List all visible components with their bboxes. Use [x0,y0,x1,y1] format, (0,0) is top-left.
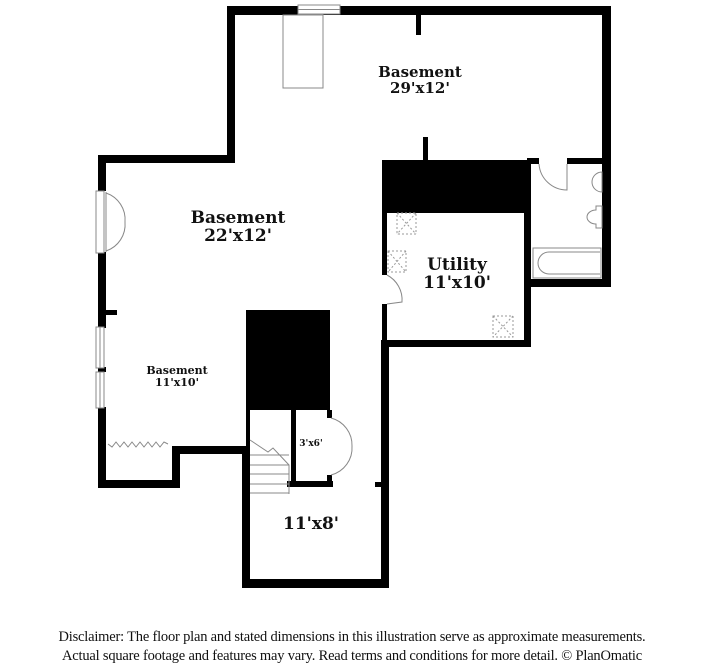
room-dimensions: 11'x8' [282,514,340,534]
room-label-basement-top: Basement 29'x12' [378,63,462,97]
room-label-closet: 3'x6' [299,439,323,449]
room-dimensions: 22'x12' [204,225,272,246]
disclaimer-line-2: Actual square footage and features may v… [62,648,642,664]
disclaimer: Disclaimer: The floor plan and stated di… [0,628,704,666]
room-label-utility: Utility 11'x10' [423,255,491,293]
room-name: Utility [427,255,487,275]
room-dimensions: 3'x6' [299,439,323,449]
walls [98,6,611,588]
mechanical-units [387,212,514,338]
fixtures [105,14,603,494]
room-label-basement-small: Basement 11'x10' [146,365,207,388]
room-dimensions: 11'x10' [155,375,199,389]
room-name: Basement [190,208,286,228]
disclaimer-line-1: Disclaimer: The floor plan and stated di… [58,629,646,645]
room-label-basement-left: Basement 22'x12' [190,208,286,246]
windows [95,4,341,409]
floor-plan: Basement 29'x12' Basement 22'x12' Utilit… [95,4,611,588]
floor-plan-drawing [95,4,611,588]
room-name: Basement [378,63,462,81]
room-label-bottom-room: 11'x8' [282,514,340,534]
room-dimensions: 11'x10' [423,272,491,293]
room-name: Basement [146,364,208,377]
room-dimensions: 29'x12' [390,78,450,97]
